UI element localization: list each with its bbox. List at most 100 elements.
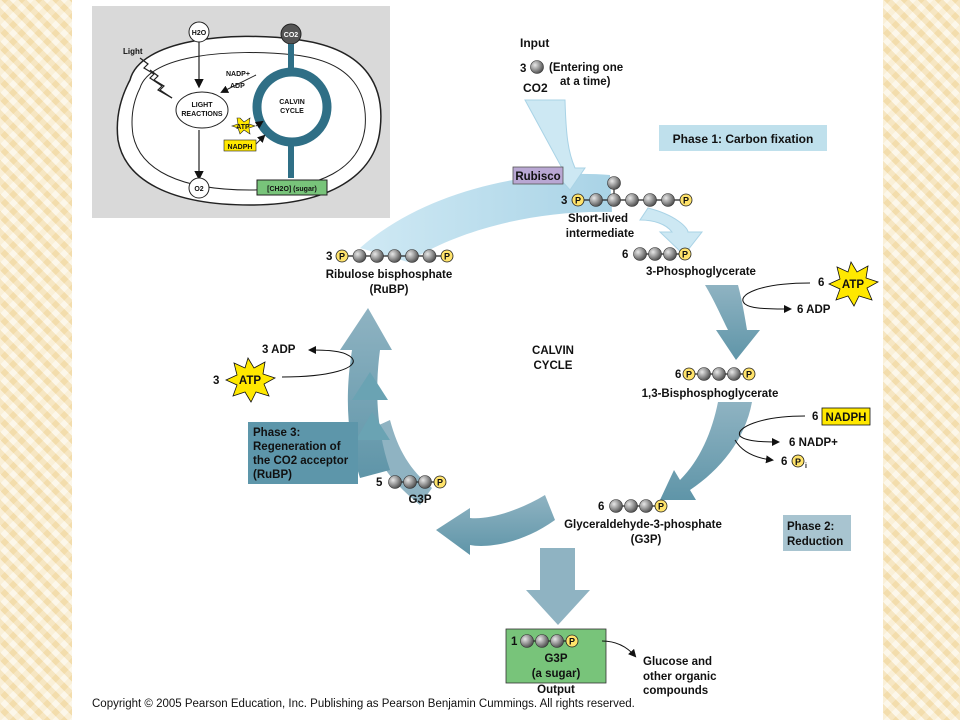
output-molecule: P	[520, 634, 579, 648]
intermediate-count: 3	[561, 195, 567, 207]
products-line3: compounds	[643, 685, 708, 697]
carbon-atom	[639, 499, 653, 513]
phase1-label: Phase 1: Carbon fixation	[673, 132, 814, 146]
pga-count: 6	[622, 249, 628, 261]
pi-count: 6	[781, 456, 787, 468]
atp6-adp: 6 ADP	[797, 304, 831, 316]
g3p5-name: G3P	[408, 494, 431, 506]
output-chute	[526, 548, 590, 625]
phosphate-group	[679, 193, 693, 207]
carbon-atom	[727, 367, 741, 381]
output-count: 1	[511, 636, 518, 648]
phase2-label-1: Phase 2:	[787, 521, 834, 533]
phosphate-letter: P	[569, 637, 575, 647]
input-chute	[524, 99, 586, 191]
arc-phase1-top	[360, 173, 612, 262]
carbon-atom	[422, 249, 437, 263]
bpg-count: 6	[675, 369, 681, 381]
carbon-atom	[697, 367, 711, 381]
inset-adp-label: ADP	[230, 83, 245, 90]
phase3-label-1: Phase 3:	[253, 427, 300, 439]
input-count: 3	[520, 63, 526, 75]
g3p6-line1: Glyceraldehyde-3-phosphate	[564, 519, 722, 531]
cycle-arcs	[340, 99, 760, 625]
phosphate-letter: P	[444, 252, 450, 262]
phosphate-group	[678, 247, 692, 261]
g3p5-molecule: P	[388, 475, 447, 489]
rubp-line1: Ribulose bisphosphate	[326, 269, 453, 281]
input-co2: CO2	[523, 81, 548, 95]
light-zigzag	[139, 57, 173, 99]
output-line2: (a sugar)	[532, 668, 581, 680]
rubisco-label: Rubisco	[515, 171, 560, 183]
carbon-atom	[550, 634, 564, 648]
arc-bottom	[436, 495, 555, 555]
phosphate-letter: P	[686, 370, 692, 380]
carbon-atom	[609, 499, 623, 513]
carbon-atom	[535, 634, 549, 648]
inset-sugar-box	[256, 179, 328, 196]
bpg-name: 1,3-Bisphosphoglycerate	[642, 388, 779, 400]
inset-atp-label: ATP	[236, 124, 250, 131]
phase2-label-2: Reduction	[787, 536, 843, 548]
input-line2: at a time)	[560, 76, 611, 88]
carbon-atom	[624, 499, 638, 513]
products-line2: other organic	[643, 671, 717, 683]
rubisco-box	[512, 166, 564, 185]
input-line1: (Entering one	[549, 62, 623, 74]
phosphate-letter: P	[683, 196, 689, 206]
phosphate-letter: P	[575, 196, 581, 206]
arc-phase2-upper	[705, 285, 760, 360]
carbon-atom	[387, 249, 402, 263]
inset-light-reactions-2: REACTIONS	[181, 111, 223, 118]
carbon-atom	[648, 247, 662, 261]
carbon-atom	[388, 475, 402, 489]
carbon-atom	[370, 249, 384, 263]
products-line1: Glucose and	[643, 656, 712, 668]
intermediate-line1: Short-lived	[568, 213, 628, 225]
g3p6-line2: (G3P)	[631, 534, 662, 546]
inset-sugar-label: [CH2O] (sugar)	[267, 186, 317, 193]
chloroplast-inner-membrane	[131, 52, 366, 191]
carbon-atom	[633, 247, 647, 261]
phase3-label-3: the CO2 acceptor	[253, 455, 349, 467]
g3p5-count: 5	[376, 477, 383, 489]
carbon-atom	[405, 249, 419, 263]
inset-calvin-ring	[252, 67, 332, 147]
carbon-atom	[520, 634, 534, 648]
nadph6-box	[821, 407, 871, 426]
phosphate-letter: P	[682, 250, 688, 260]
nadph6-label: NADPH	[826, 412, 867, 424]
nadph6-nadp: 6 NADP+	[789, 437, 838, 449]
carbon-atom	[643, 193, 657, 207]
phosphate-letter: P	[437, 478, 443, 488]
inset-h2o-label: H2O	[192, 30, 207, 37]
atp3-burst	[225, 357, 276, 403]
inset-calvin-2: CYCLE	[280, 108, 304, 115]
carbon-atom	[661, 193, 675, 207]
atp3-adp: 3 ADP	[262, 344, 296, 356]
phase3-label-4: (RuBP)	[253, 469, 292, 481]
inset-light-reactions-1: LIGHT	[192, 102, 214, 109]
carbon-atom	[352, 249, 367, 263]
phosphate-group	[433, 475, 447, 489]
atp6-count: 6	[818, 277, 824, 289]
pi-subscript: i	[805, 463, 807, 470]
inset-atp-burst	[231, 117, 256, 135]
phase3-label-2: Regeneration of	[253, 441, 341, 453]
pga-name: 3-Phosphoglycerate	[646, 266, 756, 278]
carbon-atom	[625, 193, 639, 207]
intermediate-line2: intermediate	[566, 228, 634, 240]
phosphate-group	[440, 249, 454, 263]
phosphate-group	[742, 367, 756, 381]
carbon-atom	[607, 193, 621, 207]
atp6-label: ATP	[842, 279, 864, 291]
carbon-atom	[403, 475, 417, 489]
phosphate-group	[335, 249, 349, 263]
inset-nadph-box	[223, 139, 257, 152]
nadph6-count: 6	[812, 411, 818, 423]
